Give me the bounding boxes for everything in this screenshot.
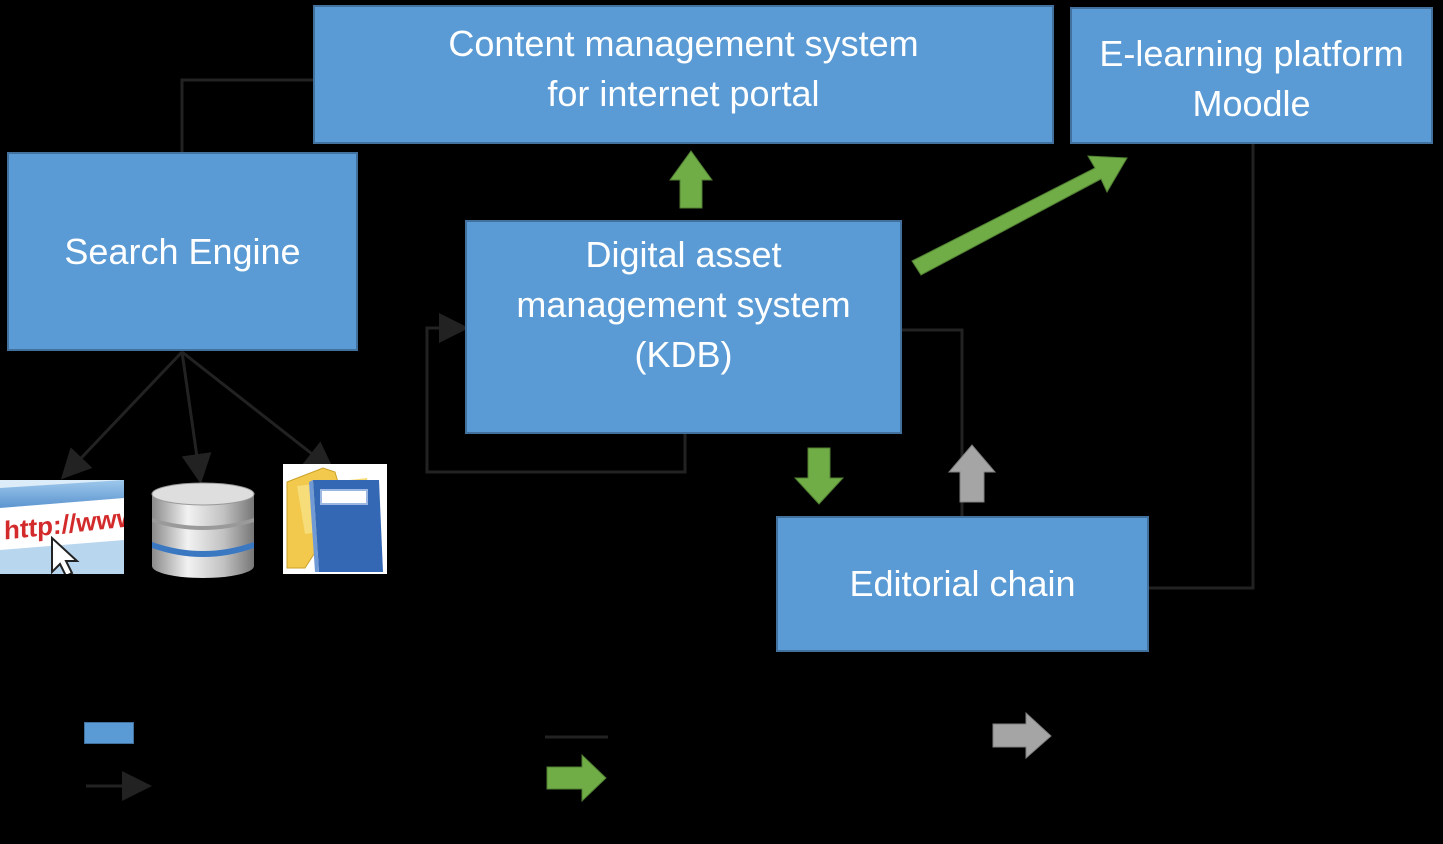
folder-icon — [283, 464, 387, 574]
search-to-cms-connector — [180, 78, 313, 152]
cms-box: Content management system for internet p… — [313, 5, 1054, 144]
database-icon — [151, 482, 255, 578]
green-arrow-dams-to-elearning — [911, 155, 1128, 276]
search-to-folder-arrow — [181, 350, 335, 472]
legend-gray-arrow — [992, 711, 1052, 760]
green-arrow-dams-to-editorial — [793, 447, 845, 505]
gray-arrow-editorial-to-dams — [947, 444, 997, 503]
dams-loop-connector — [425, 313, 687, 474]
search-to-web-arrow — [60, 350, 184, 480]
elearning-to-editorial-connector — [1149, 144, 1255, 590]
search-engine-box: Search Engine — [7, 152, 358, 351]
legend-green-arrow — [546, 753, 607, 803]
elearning-box: E-learning platform Moodle — [1070, 7, 1433, 144]
dams-box: Digital asset management system (KDB) — [465, 220, 902, 434]
web-browser-icon: http://www — [0, 480, 124, 574]
search-to-database-arrow — [180, 351, 212, 484]
editorial-chain-box: Editorial chain — [776, 516, 1149, 652]
dams-to-editorial-connector — [902, 328, 964, 516]
green-arrow-dams-to-cms — [669, 150, 713, 209]
legend-box-swatch — [84, 722, 134, 744]
